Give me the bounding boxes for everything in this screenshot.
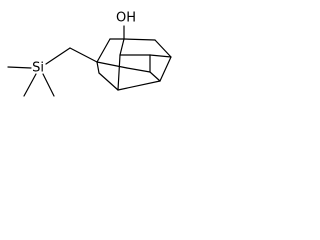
cage-bond-6 (117, 80, 161, 91)
si-label-background (30, 59, 47, 76)
cage-bond-10 (117, 54, 121, 91)
cage-bond-16 (126, 67, 151, 73)
oh-label-background (114, 10, 138, 27)
hydroxyl-label: OH (116, 11, 136, 26)
bond-si-methyl-bottom (23, 73, 37, 97)
bond-si-ch2 (45, 47, 71, 65)
cage-bond-14 (149, 71, 161, 82)
cage-bond-12 (149, 54, 172, 58)
cage-bond-9 (119, 38, 125, 56)
cage-bond-5 (159, 56, 172, 82)
cage-bond-8 (96, 61, 100, 74)
cage-bond-15 (96, 61, 128, 69)
cage-bond-1 (96, 38, 111, 63)
bond-si-methyl-left (7, 66, 32, 69)
cage-bond-4 (154, 39, 172, 58)
cage-bond-3 (123, 38, 156, 41)
bond-si-methyl-right (42, 73, 55, 97)
bond-ch2-cage (69, 47, 98, 63)
silicon-label: Si (32, 61, 44, 76)
molecule-structure: OH Si (7, 10, 172, 97)
cage-bond-7 (98, 72, 119, 91)
